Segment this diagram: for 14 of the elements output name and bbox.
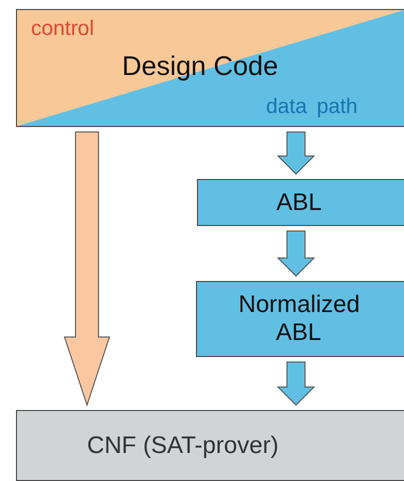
node-label: CNF (SAT-prover) bbox=[87, 432, 279, 460]
process-box bbox=[197, 179, 404, 226]
node-title: Design Code bbox=[122, 53, 278, 80]
block-arrow bbox=[276, 132, 316, 175]
block-arrow bbox=[276, 362, 316, 406]
node-label: data path bbox=[266, 96, 358, 117]
process-box bbox=[16, 9, 404, 127]
node-label: Normalized ABL bbox=[238, 291, 358, 347]
node-label: ABL bbox=[275, 188, 323, 216]
process-box bbox=[196, 281, 404, 357]
block-arrow bbox=[64, 132, 110, 407]
block-arrow bbox=[276, 230, 316, 277]
process-box bbox=[16, 410, 404, 481]
node-label: control bbox=[31, 18, 94, 39]
